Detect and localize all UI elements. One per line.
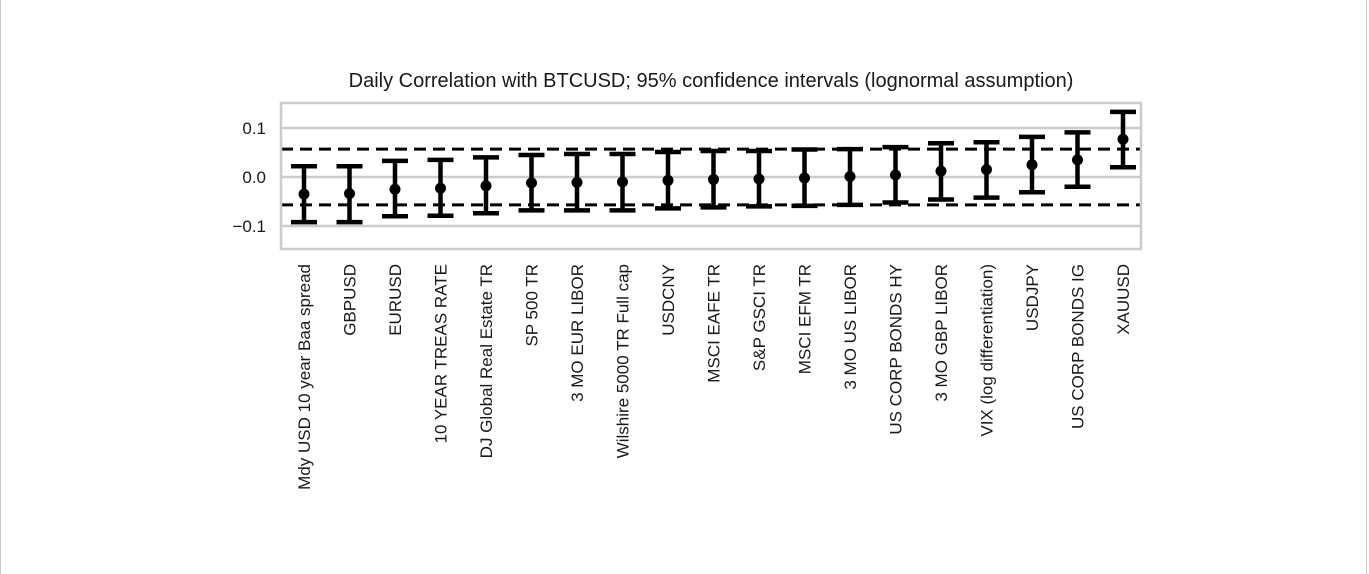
x-tick-label: USDJPY — [1023, 264, 1042, 331]
error-bar — [837, 146, 863, 208]
x-tick-label: GBPUSD — [341, 264, 360, 336]
error-bar-point — [1117, 133, 1129, 145]
y-tick-label: −0.1 — [232, 217, 266, 236]
error-bar-point — [480, 180, 492, 192]
error-bar-point — [389, 183, 401, 195]
x-tick-label: 3 MO US LIBOR — [841, 264, 860, 390]
error-bar — [518, 152, 545, 213]
error-bar — [973, 139, 1000, 200]
error-bar-point — [799, 172, 810, 184]
x-tick-labels: Mdy USD 10 year Baa spread GBPUSD EURUSD 10… — [295, 264, 1133, 490]
x-tick-label: EURUSD — [386, 264, 405, 336]
error-bar — [382, 158, 408, 219]
error-bar-point — [890, 169, 901, 181]
error-bar-point — [935, 165, 947, 177]
x-tick-label: Mdy USD 10 year Baa spread — [295, 264, 314, 490]
error-bar — [746, 148, 772, 209]
x-tick-label: DJ Global Real Estate TR — [477, 264, 496, 458]
x-tick-label: MSCI EAFE TR — [705, 264, 724, 383]
error-bar-point — [526, 177, 537, 189]
error-bar — [1110, 109, 1136, 170]
error-bar — [427, 157, 454, 218]
x-tick-label: XAUUSD — [1114, 264, 1133, 335]
y-tick-label: 0.1 — [242, 119, 266, 138]
error-bar-point — [981, 164, 992, 176]
y-tick-label: 0.0 — [242, 168, 266, 187]
error-bar — [564, 151, 590, 213]
error-bar — [609, 151, 636, 213]
y-tick-labels: −0.1 0.0 0.1 — [232, 119, 266, 236]
error-bar-point — [617, 176, 628, 188]
x-tick-label: US CORP BONDS IG — [1069, 264, 1088, 429]
x-tick-label: 3 MO EUR LIBOR — [568, 264, 587, 402]
x-tick-label: 3 MO GBP LIBOR — [932, 264, 951, 402]
error-bar-point — [753, 173, 765, 185]
x-tick-label: S&P GSCI TR — [750, 264, 769, 371]
error-bar — [928, 140, 954, 202]
error-bar — [1064, 130, 1091, 190]
error-bar — [655, 149, 681, 211]
error-bar-point — [298, 188, 310, 200]
error-bar-point — [435, 182, 446, 194]
error-bars — [291, 109, 1136, 225]
plot-area-border — [279, 101, 1143, 251]
error-bar-point — [662, 174, 674, 186]
chart-title: Daily Correlation with BTCUSD; 95% confi… — [349, 70, 1074, 92]
error-bar-point — [1026, 159, 1038, 171]
error-bar-point — [344, 188, 355, 200]
error-bar — [791, 147, 818, 209]
x-tick-label: US CORP BONDS HY — [887, 264, 906, 435]
error-bar-point — [1072, 154, 1083, 166]
x-tick-label: VIX (log differentiation) — [978, 264, 997, 437]
x-tick-label: SP 500 TR — [523, 264, 542, 347]
error-bar-point — [708, 173, 719, 185]
error-bar — [1019, 134, 1045, 195]
x-tick-label: MSCI EFM TR — [796, 264, 815, 374]
error-bar — [882, 144, 909, 205]
x-tick-label: Wilshire 5000 TR Full cap — [614, 264, 633, 458]
error-bar — [700, 148, 727, 210]
error-bar-point — [571, 176, 583, 188]
error-bar — [336, 163, 363, 225]
error-bar — [291, 163, 317, 225]
error-bar-point — [844, 171, 856, 183]
x-tick-label: USDCNY — [659, 264, 678, 336]
error-bar — [473, 155, 499, 216]
x-tick-label: 10 YEAR TREAS RATE — [432, 264, 451, 444]
